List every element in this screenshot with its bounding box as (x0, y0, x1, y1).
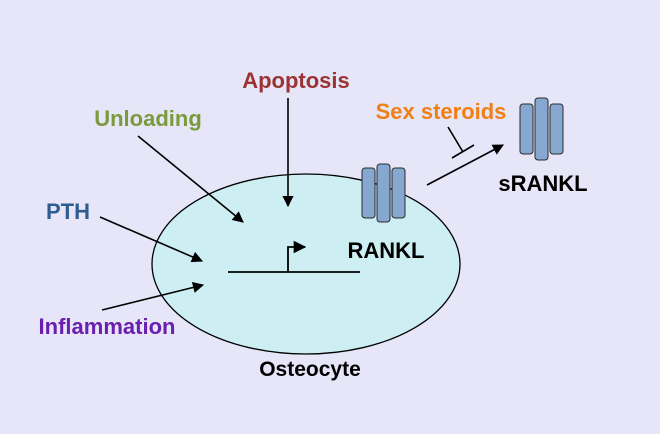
srankl-label: sRANKL (498, 171, 587, 196)
apoptosis-label: Apoptosis (242, 68, 350, 93)
pth-arrow (99, 216, 204, 263)
srankl-protein (519, 97, 564, 161)
rankl-membrane-protein (361, 163, 406, 223)
unloading-arrow (137, 135, 244, 223)
transcription-start-arrow (287, 240, 307, 272)
osteocyte-label: Osteocyte (259, 358, 361, 381)
unloading-label: Unloading (94, 106, 202, 131)
sex-steroids-inhibition-line (447, 126, 464, 153)
shedding-arrow (426, 144, 504, 186)
pth-label: PTH (46, 199, 90, 224)
inflammation-arrow (101, 281, 205, 311)
sex-steroids-inhibition-bar (451, 144, 475, 159)
osteocyte-cell (151, 173, 461, 355)
rankl-label: RANKL (348, 238, 425, 263)
sex-steroids-label: Sex steroids (376, 99, 507, 124)
inflammation-label: Inflammation (39, 314, 176, 339)
